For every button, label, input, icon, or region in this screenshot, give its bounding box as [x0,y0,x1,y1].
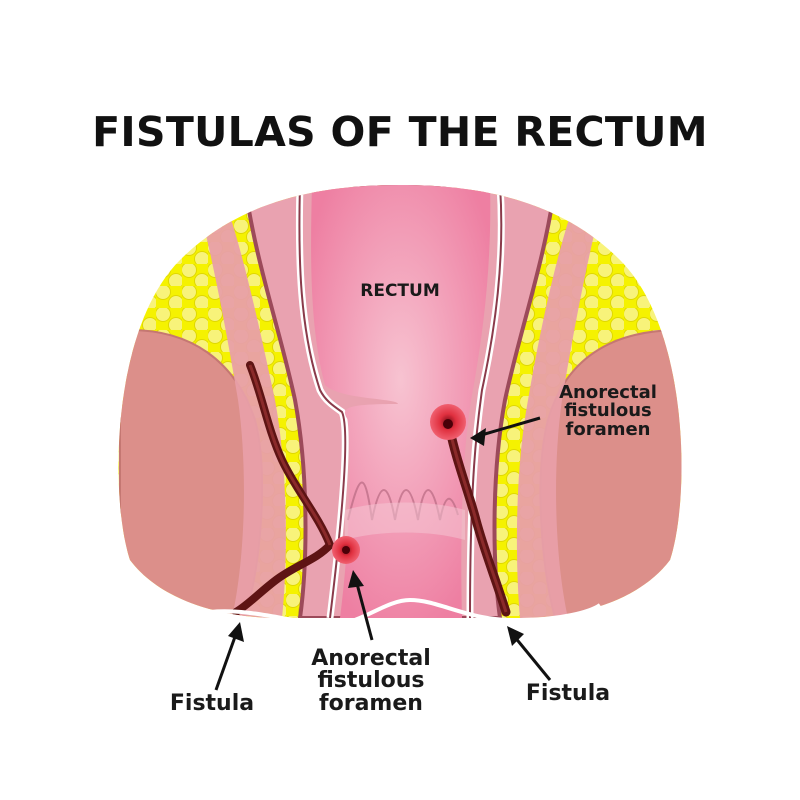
label-fistula-right: Fistula [525,681,611,706]
arrow-fistula-right [507,626,552,681]
diagram-title: FISTULAS OF THE RECTUM [92,108,708,156]
label-foramen-bottom: Anorectal fistulous foramen [311,646,431,716]
anal-margin [209,597,602,628]
left-inner-band [200,200,286,618]
label-fistula-left: Fistula [169,691,255,716]
label-foramen-right: Anorectal fistulous foramen [559,382,657,440]
arrow-foramen-bottom [348,570,374,641]
label-rectum: RECTUM [360,281,440,301]
foramen-bottom-spot [332,536,360,564]
right-inner-band [516,200,600,618]
foramen-right-spot [430,404,466,440]
arrow-foramen-right [470,416,541,446]
arrow-fistula-left [214,622,244,691]
